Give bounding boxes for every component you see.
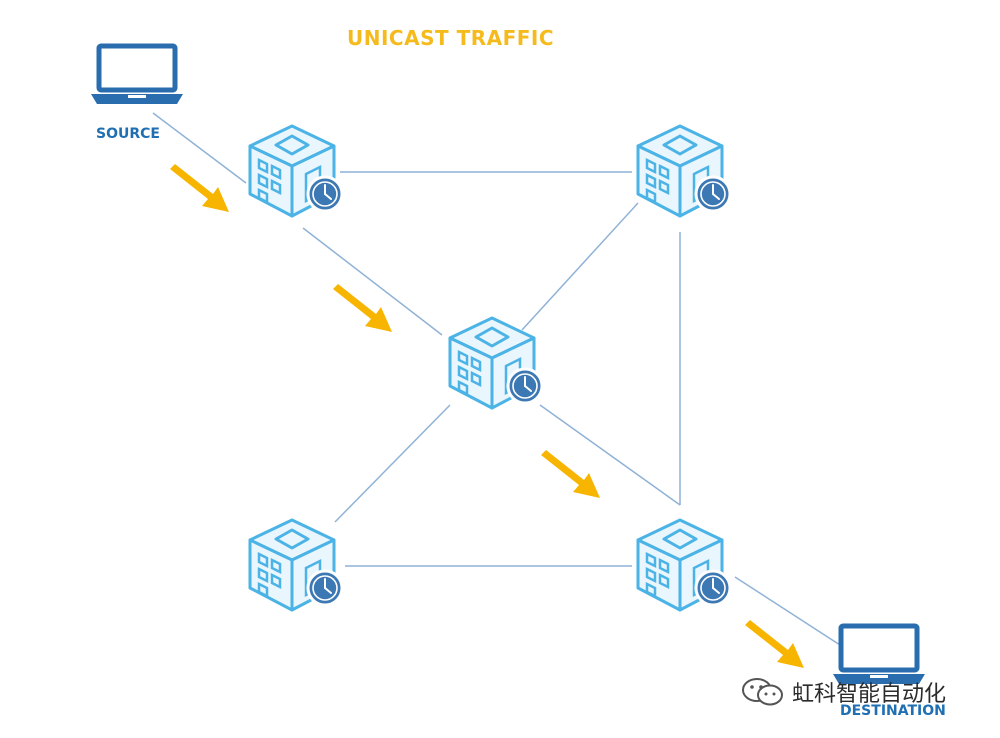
link-switch3-to-switch4	[334, 404, 451, 523]
link-switch2-to-switch3	[521, 202, 639, 331]
direction-arrow-icon	[333, 284, 392, 332]
switch-cube-icon	[248, 518, 344, 612]
switch-cube-icon	[636, 124, 732, 218]
link-switch1-to-switch3	[302, 227, 443, 336]
direction-arrow-icon	[745, 620, 804, 668]
switch-cube-icon	[248, 124, 344, 218]
destination-label: DESTINATION	[840, 703, 946, 719]
link-source-to-switch1	[152, 112, 247, 184]
direction-arrow-icon	[541, 450, 600, 498]
watermark: 虹科智能自动化	[740, 676, 946, 708]
source-laptop-icon	[91, 46, 183, 104]
link-switch5-to-destination	[734, 576, 841, 646]
watermark-text: 虹科智能自动化	[792, 682, 947, 707]
wechat-icon	[742, 678, 783, 706]
switch-cube-icon	[448, 316, 544, 410]
source-label: SOURCE	[96, 126, 160, 142]
diagram-title: UNICAST TRAFFIC	[347, 26, 555, 50]
switch-cube-icon	[636, 518, 732, 612]
link-switch3-to-switch5	[539, 404, 681, 506]
direction-arrow-icon	[170, 164, 229, 212]
links	[152, 112, 841, 646]
